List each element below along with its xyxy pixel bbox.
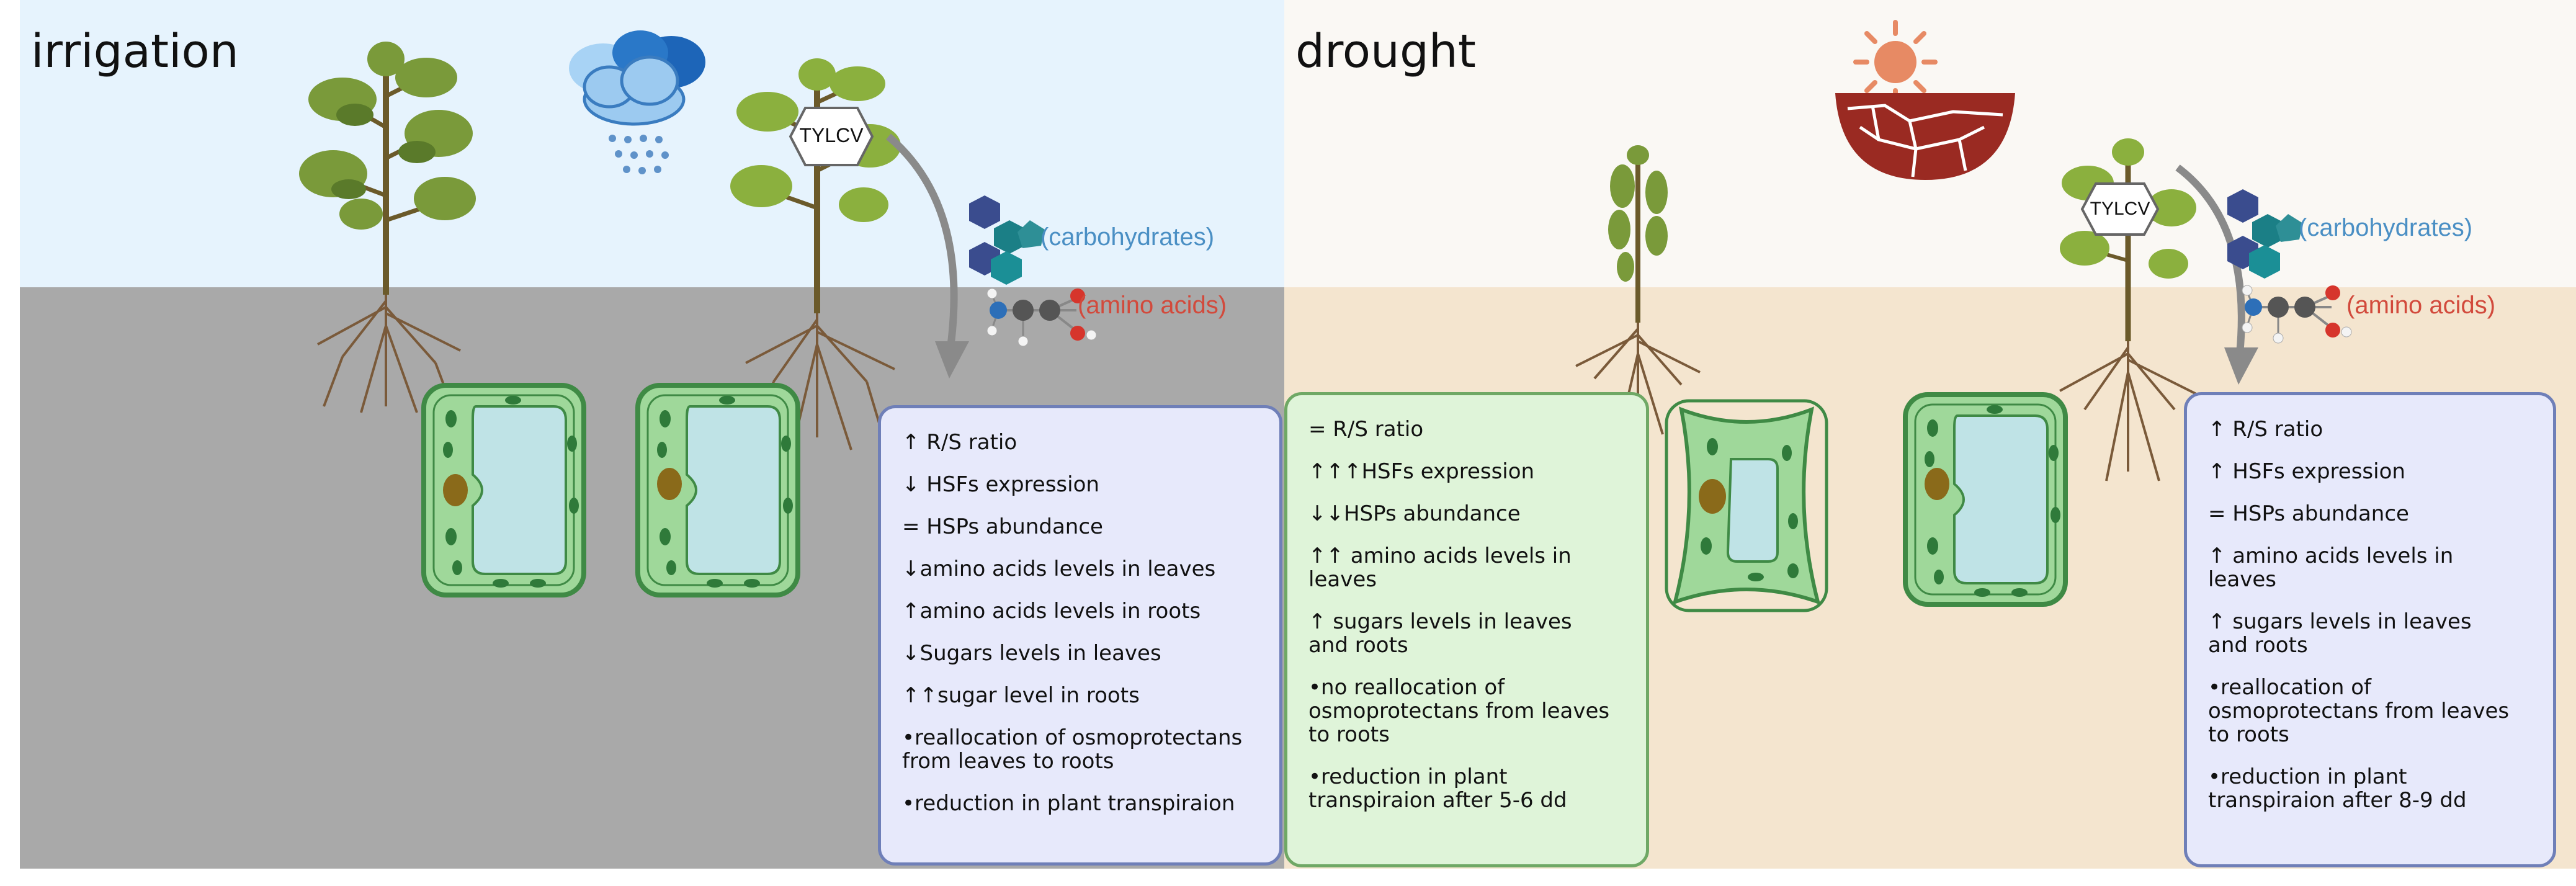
effect-item: •reduction in plant transpiraion after 8… [2208,764,2467,813]
drought-plant-icon [1575,145,1701,435]
effect-item: ↓Sugars levels in leaves [902,641,1161,666]
plant-cell-icon [635,383,800,597]
carbohydrates-label: (carbohydrates) [1040,223,1215,251]
sun-icon [1853,20,1938,104]
effect-item: ↑↑↑HSFs expression [1308,459,1535,484]
drought-panel: drought [1284,0,2576,869]
effect-item: ↑↑sugar level in roots [902,683,1140,708]
effect-item: = HSPs abundance [2208,501,2409,526]
effect-item: •reallocation of osmoprotectans from lea… [2208,675,2510,747]
effect-item: ↓↓HSPs abundance [1308,501,1521,526]
effect-item: ↑amino acids levels in roots [902,599,1201,624]
virus-icon [2080,182,2160,236]
drought-uninfected-effects-box: = R/S ratio ↑↑↑HSFs expression ↓↓HSPs ab… [1284,392,1649,867]
effect-item: ↑ R/S ratio [2208,417,2323,442]
effect-item: ↑ sugars levels in leaves and roots [2208,609,2472,658]
plasmolyzed-cell-icon [1665,399,1828,612]
carbohydrate-molecule-icon [969,195,1045,285]
irrigation-effects-box: ↑ R/S ratio ↓ HSFs expression = HSPs abu… [878,405,1282,866]
effect-item: ↑ HSFs expression [2208,459,2405,484]
curved-arrow-icon [886,133,969,378]
amino-acids-label: (amino acids) [1078,292,1227,319]
amino-acid-molecule-icon [986,288,1097,347]
effect-item: = R/S ratio [1308,417,1424,442]
effect-item: •reduction in plant transpiraion after 5… [1308,764,1567,813]
effect-item: ↑ sugars levels in leaves and roots [1308,609,1572,658]
rain-cloud-icon [569,30,705,174]
infected-plant-icon [730,58,901,450]
drought-infected-effects-box: ↑ R/S ratio ↑ HSFs expression = HSPs abu… [2184,392,2556,867]
carbohydrates-label: (carbohydrates) [2299,214,2473,241]
effect-item: ↓ HSFs expression [902,472,1099,497]
effect-item: •no reallocation of osmoprotectans from … [1308,675,1610,747]
virus-label: TYLCV [799,124,864,146]
carbohydrate-molecule-icon [2227,189,2303,279]
effect-item: = HSPs abundance [902,514,1103,539]
plant-cell-icon [1903,392,2068,607]
amino-acid-molecule-icon [2242,285,2352,344]
effect-item: •reallocation of osmoprotectans from lea… [902,725,1243,774]
irrigation-title: irrigation [31,25,239,78]
irrigation-panel: irrigation [20,0,1284,869]
effect-item: ↓amino acids levels in leaves [902,557,1216,581]
effect-item: ↑ amino acids levels in leaves [2208,544,2454,592]
virus-label: TYLCV [2090,199,2150,219]
effect-item: •reduction in plant transpiraion [902,791,1235,816]
cracked-soil-icon [1835,93,2015,180]
infected-plant-icon [2059,138,2203,481]
drought-title: drought [1295,25,1476,78]
effect-item: ↑↑ amino acids levels in leaves [1308,544,1572,592]
effect-item: ↑ R/S ratio [902,430,1017,455]
plant-cell-icon [421,383,586,597]
amino-acids-label: (amino acids) [2346,292,2496,319]
virus-icon [789,107,874,166]
curved-arrow-icon [2175,164,2258,385]
healthy-plant-icon [299,42,476,413]
